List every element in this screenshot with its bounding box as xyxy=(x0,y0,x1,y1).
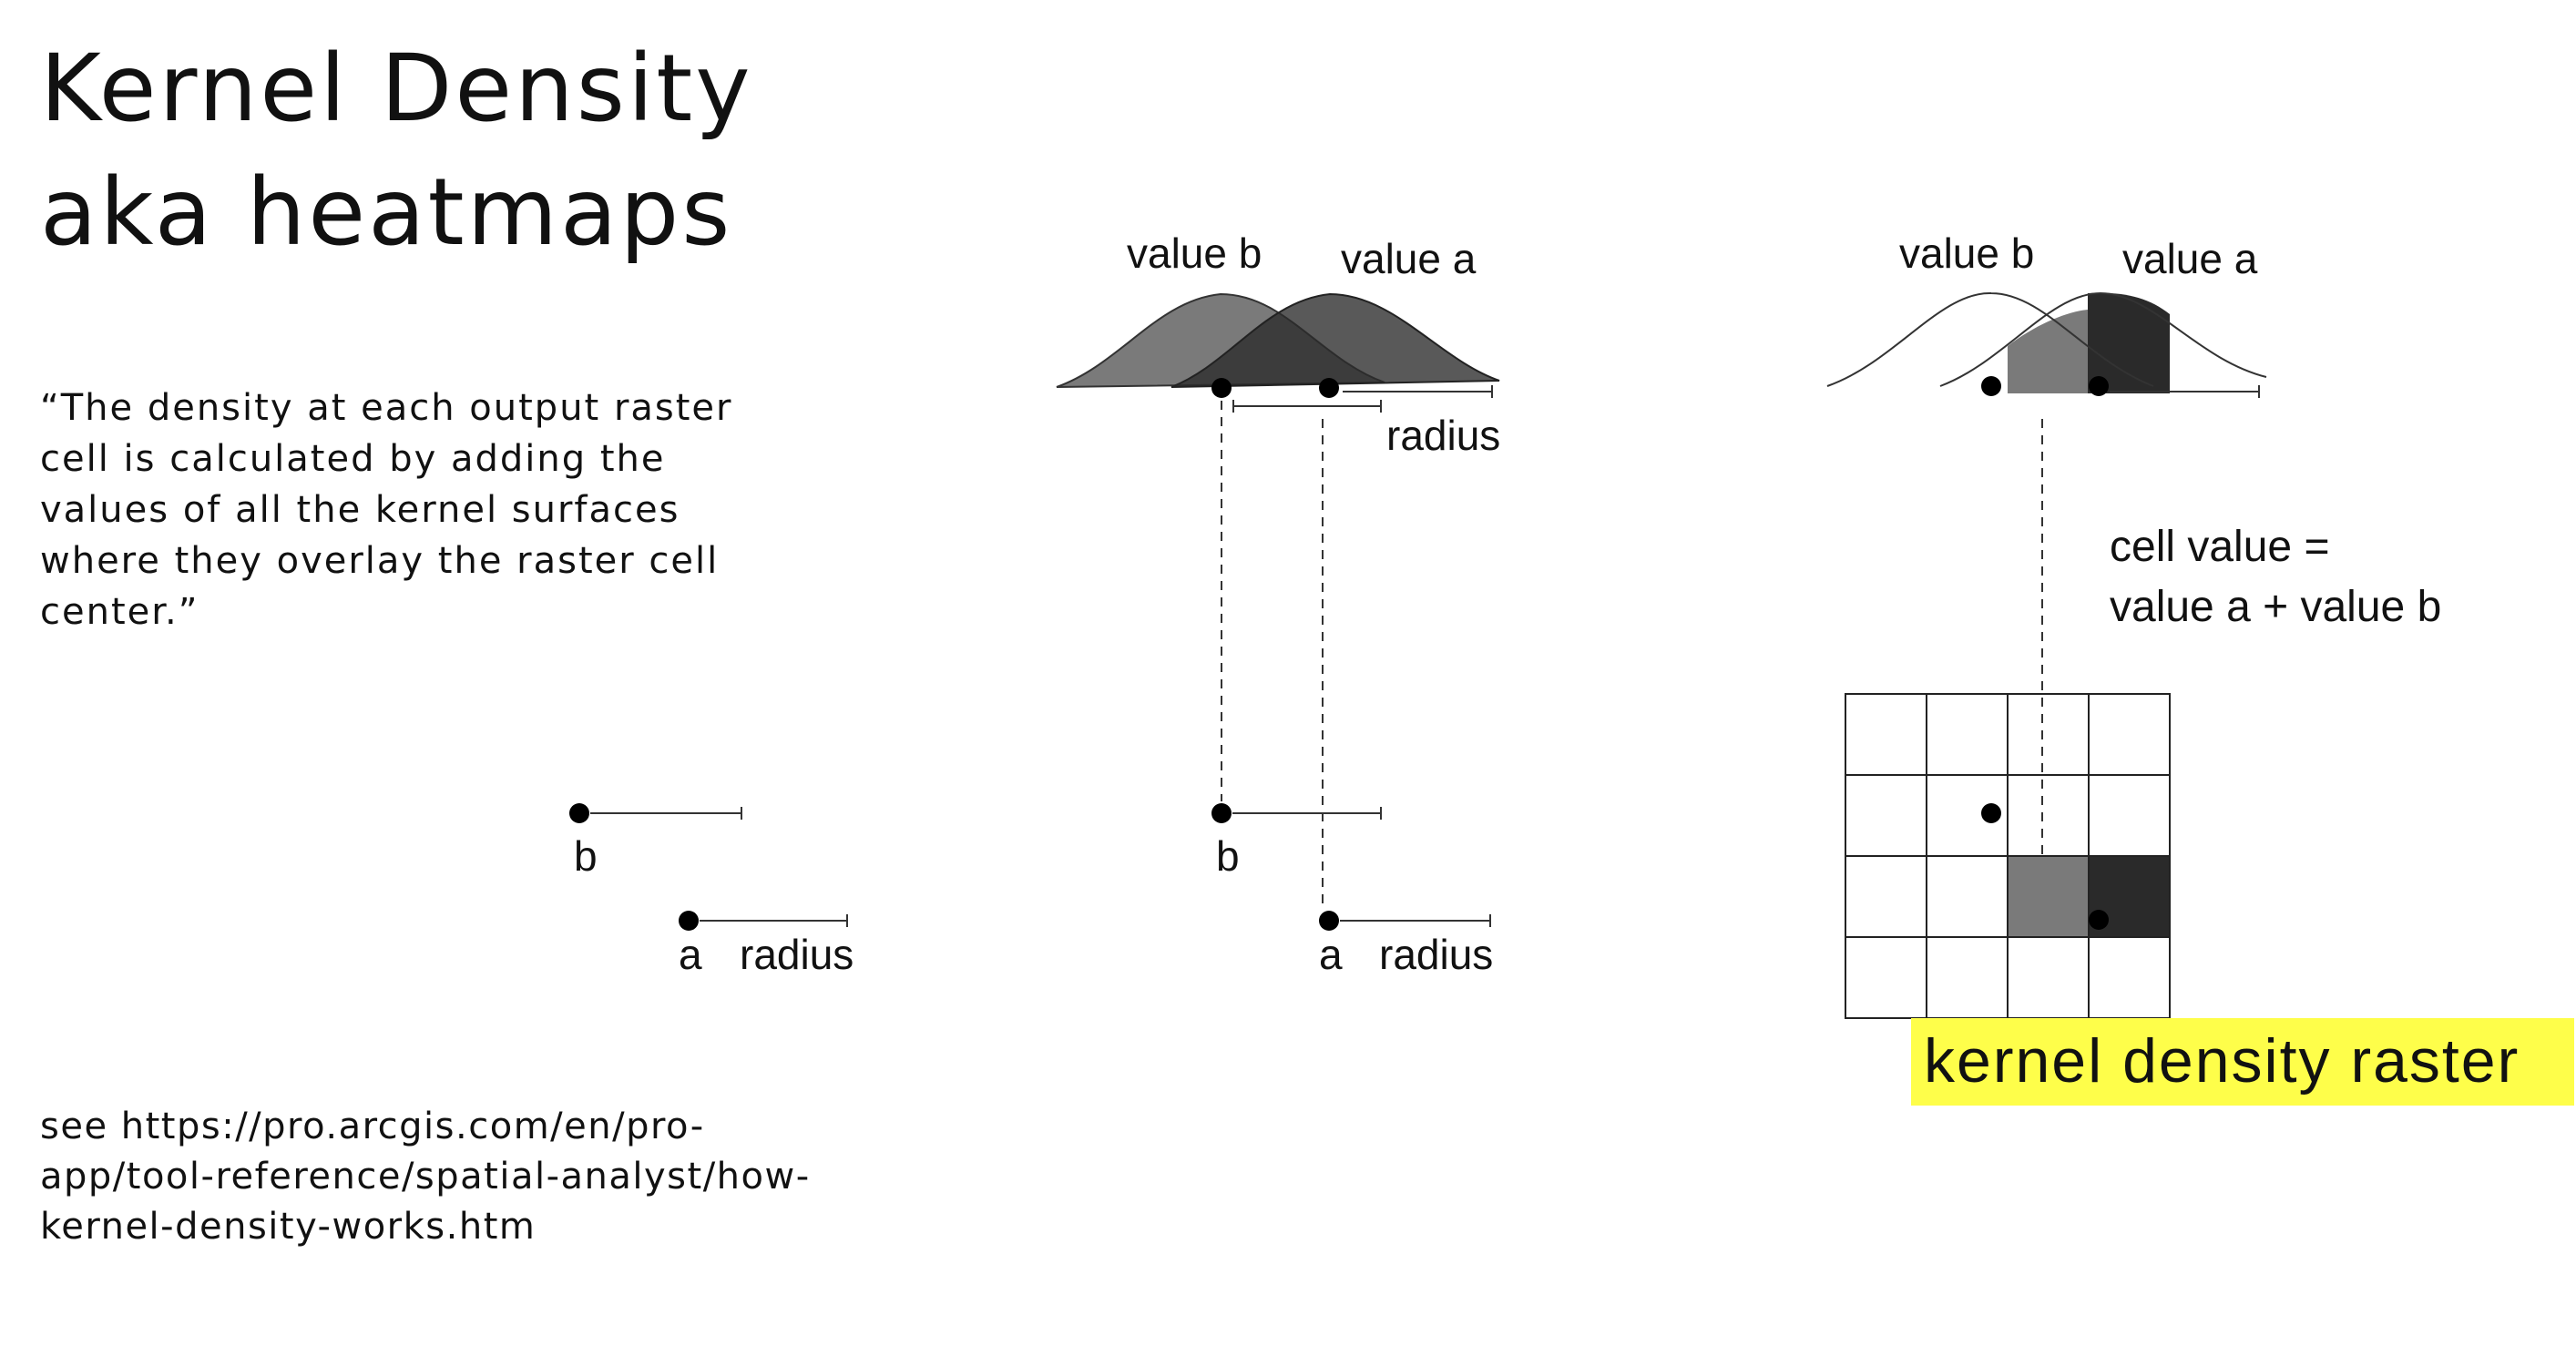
kernel-center-a xyxy=(2089,376,2109,396)
label-value-b: value b xyxy=(1127,229,1262,277)
raster-label: kernel density raster xyxy=(1924,1026,2520,1096)
kernel-curve-a xyxy=(1939,291,2267,387)
left-panel: b a radius xyxy=(569,803,854,978)
source-link: see https://pro.arcgis.com/en/pro-app/to… xyxy=(40,1106,811,1248)
label-value-a: value a xyxy=(1341,235,1477,282)
raster-point-b xyxy=(1981,803,2001,823)
raster-point-a xyxy=(2089,910,2109,930)
raster-label-highlight: kernel density raster xyxy=(1911,1018,2574,1106)
definition-quote: “The density at each output raster cell … xyxy=(40,387,733,633)
kernel-center-a xyxy=(1319,378,1339,398)
formula-line-1: cell value = xyxy=(2110,523,2330,571)
title-line-2: aka heatmaps xyxy=(40,158,733,267)
label-point-a: a xyxy=(679,931,702,978)
kernel-center-b xyxy=(1211,378,1232,398)
title-line-1: Kernel Density xyxy=(40,35,753,143)
label-point-b: b xyxy=(574,832,598,880)
middle-panel: value b value a radius b a radius xyxy=(1056,229,1500,978)
point-a xyxy=(1319,911,1339,931)
cell-value-formula: cell value = value a + value b xyxy=(2110,517,2441,637)
sample-a-fill xyxy=(2088,292,2170,393)
label-radius-top: radius xyxy=(1386,412,1500,459)
label-radius: radius xyxy=(1379,931,1493,978)
point-a xyxy=(679,911,699,931)
kernel-curve-b xyxy=(1826,291,2154,387)
label-value-a: value a xyxy=(2122,235,2258,282)
point-b xyxy=(1211,803,1232,823)
formula-line-2: value a + value b xyxy=(2110,583,2442,631)
kernel-surface-a xyxy=(1170,292,1500,388)
point-b xyxy=(569,803,589,823)
sample-b-fill xyxy=(2008,310,2088,393)
label-point-b: b xyxy=(1216,832,1240,880)
label-radius: radius xyxy=(740,931,854,978)
label-point-a: a xyxy=(1319,931,1343,978)
raster-grid xyxy=(1845,693,2171,1019)
page-title: Kernel Density aka heatmaps xyxy=(40,27,753,275)
raster-cell-value-b xyxy=(2008,856,2089,937)
right-panel: value b value a xyxy=(1826,229,2267,1019)
kernel-center-b xyxy=(1981,376,2001,396)
label-value-b: value b xyxy=(1899,229,2034,277)
